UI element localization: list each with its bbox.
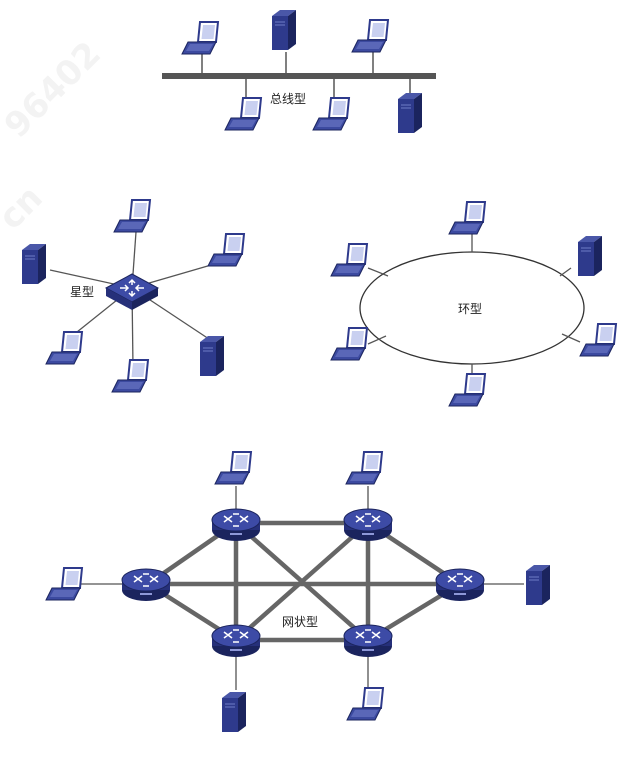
- switch-icon: [105, 273, 159, 311]
- server-icon: [221, 691, 247, 733]
- router-icon: [435, 568, 485, 602]
- laptop-icon: [448, 373, 486, 407]
- laptop-icon: [45, 331, 83, 365]
- ring-label: 环型: [458, 302, 482, 316]
- laptop-icon: [224, 97, 262, 131]
- bus-topology: 总线型: [162, 9, 436, 134]
- laptop-icon: [579, 323, 617, 357]
- star-topology: 星型: [21, 199, 245, 393]
- server-icon: [397, 92, 423, 134]
- mesh-label: 网状型: [282, 615, 318, 629]
- mesh-topology: 网状型: [45, 451, 551, 733]
- router-icon: [121, 568, 171, 602]
- laptop-icon: [207, 233, 245, 267]
- server-icon: [577, 235, 603, 277]
- server-icon: [525, 564, 551, 606]
- laptop-icon: [214, 451, 252, 485]
- router-icon: [343, 508, 393, 542]
- server-icon: [199, 335, 225, 377]
- laptop-icon: [111, 359, 149, 393]
- router-icon: [211, 624, 261, 658]
- watermark-2: cn: [0, 178, 51, 238]
- router-icon: [343, 624, 393, 658]
- laptop-icon: [330, 243, 368, 277]
- server-icon: [21, 243, 47, 285]
- server-icon: [271, 9, 297, 51]
- ring-topology: 环型: [330, 201, 617, 407]
- laptop-icon: [45, 567, 83, 601]
- watermark: 96402: [0, 34, 109, 146]
- laptop-icon: [181, 21, 219, 55]
- laptop-icon: [448, 201, 486, 235]
- bus-label: 总线型: [270, 92, 306, 106]
- laptop-icon: [113, 199, 151, 233]
- laptop-icon: [330, 327, 368, 361]
- router-icon: [211, 508, 261, 542]
- star-label: 星型: [70, 285, 94, 299]
- laptop-icon: [312, 97, 350, 131]
- laptop-icon: [351, 19, 389, 53]
- laptop-icon: [346, 687, 384, 721]
- laptop-icon: [345, 451, 383, 485]
- bus-backbone: [162, 73, 436, 79]
